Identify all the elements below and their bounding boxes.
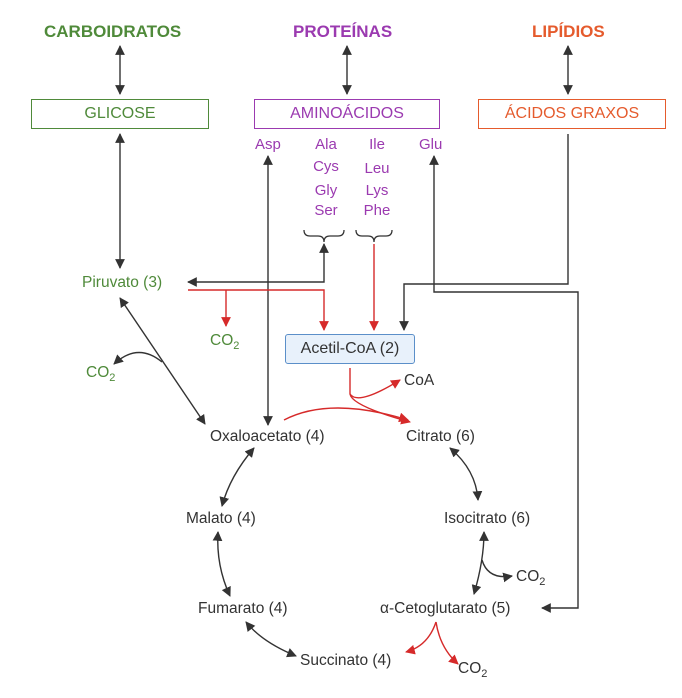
arrow-cetoglutarato-co2 xyxy=(435,621,459,665)
metabolite-fumarato: Fumarato (4) xyxy=(198,600,288,617)
aa-leu: Leu xyxy=(364,160,390,177)
arrow-oxaloacetato-co2 xyxy=(113,351,163,365)
box-glicose: GLICOSE xyxy=(31,99,209,129)
co2-cetoglutarato: CO2 xyxy=(458,660,488,681)
arrow-succinato-fumarato xyxy=(245,621,297,658)
brace-ala-group xyxy=(303,229,345,243)
arrow-malato-oxaloacetato xyxy=(219,447,255,507)
box-acetil-coa: Acetil-CoA (2) xyxy=(285,334,415,364)
aa-lys: Lys xyxy=(365,182,389,199)
arrow-acetilcoa-citrato xyxy=(349,368,411,425)
arrow-fumarato-malato xyxy=(212,531,231,597)
arrow-piruvato-oxaloacetato xyxy=(119,297,206,425)
brace-ile-group xyxy=(355,229,393,243)
metabolite-citrato: Citrato (6) xyxy=(406,428,475,445)
aa-gly: Gly xyxy=(314,182,338,199)
arrow-acetilcoa-coa xyxy=(349,379,401,399)
aa-asp: Asp xyxy=(255,136,281,153)
arrow-cetoglutarato-succinato xyxy=(405,621,437,655)
header-proteinas: PROTEÍNAS xyxy=(293,22,393,41)
metabolite-malato: Malato (4) xyxy=(186,510,256,527)
aa-glu: Glu xyxy=(419,136,443,153)
aa-cys: Cys xyxy=(313,158,339,175)
box-aminoacidos: AMINOÁCIDOS xyxy=(254,99,440,129)
arrow-alagroup-piruvato xyxy=(187,243,329,287)
arrow-oxaloacetato-citrato xyxy=(283,407,409,423)
header-carboidratos: CARBOIDRATOS xyxy=(44,22,182,41)
arrow-isocitrato-cetoglutarato xyxy=(471,531,489,595)
arrow-citrato-isocitrato xyxy=(449,447,483,501)
arrow-glu-cetoglutarato xyxy=(429,155,579,613)
arrow-piruvato-acetilcoa xyxy=(188,289,329,331)
aa-ser: Ser xyxy=(314,202,338,219)
metabolite-isocitrato: Isocitrato (6) xyxy=(444,510,531,527)
arrow-acidos-acetilcoa xyxy=(399,134,569,331)
co2-oxaloacetato: CO2 xyxy=(86,364,116,385)
box-acidos-graxos: ÁCIDOS GRAXOS xyxy=(478,99,666,129)
arrow-isocitrato-co2 xyxy=(481,559,513,583)
metabolite-piruvato: Piruvato (3) xyxy=(82,274,163,291)
metabolite-coa: CoA xyxy=(404,372,435,389)
metabolite-succinato: Succinato (4) xyxy=(300,652,392,669)
metabolite-cetoglutarato: α-Cetoglutarato (5) xyxy=(380,600,511,617)
metabolite-oxaloacetato: Oxaloacetato (4) xyxy=(210,428,325,445)
aa-ala: Ala xyxy=(315,136,337,153)
aa-phe: Phe xyxy=(363,202,391,219)
aa-ile: Ile xyxy=(369,136,385,153)
co2-piruvato: CO2 xyxy=(210,332,240,353)
header-lipidios: LIPÍDIOS xyxy=(532,22,605,41)
co2-isocitrato: CO2 xyxy=(516,568,546,589)
